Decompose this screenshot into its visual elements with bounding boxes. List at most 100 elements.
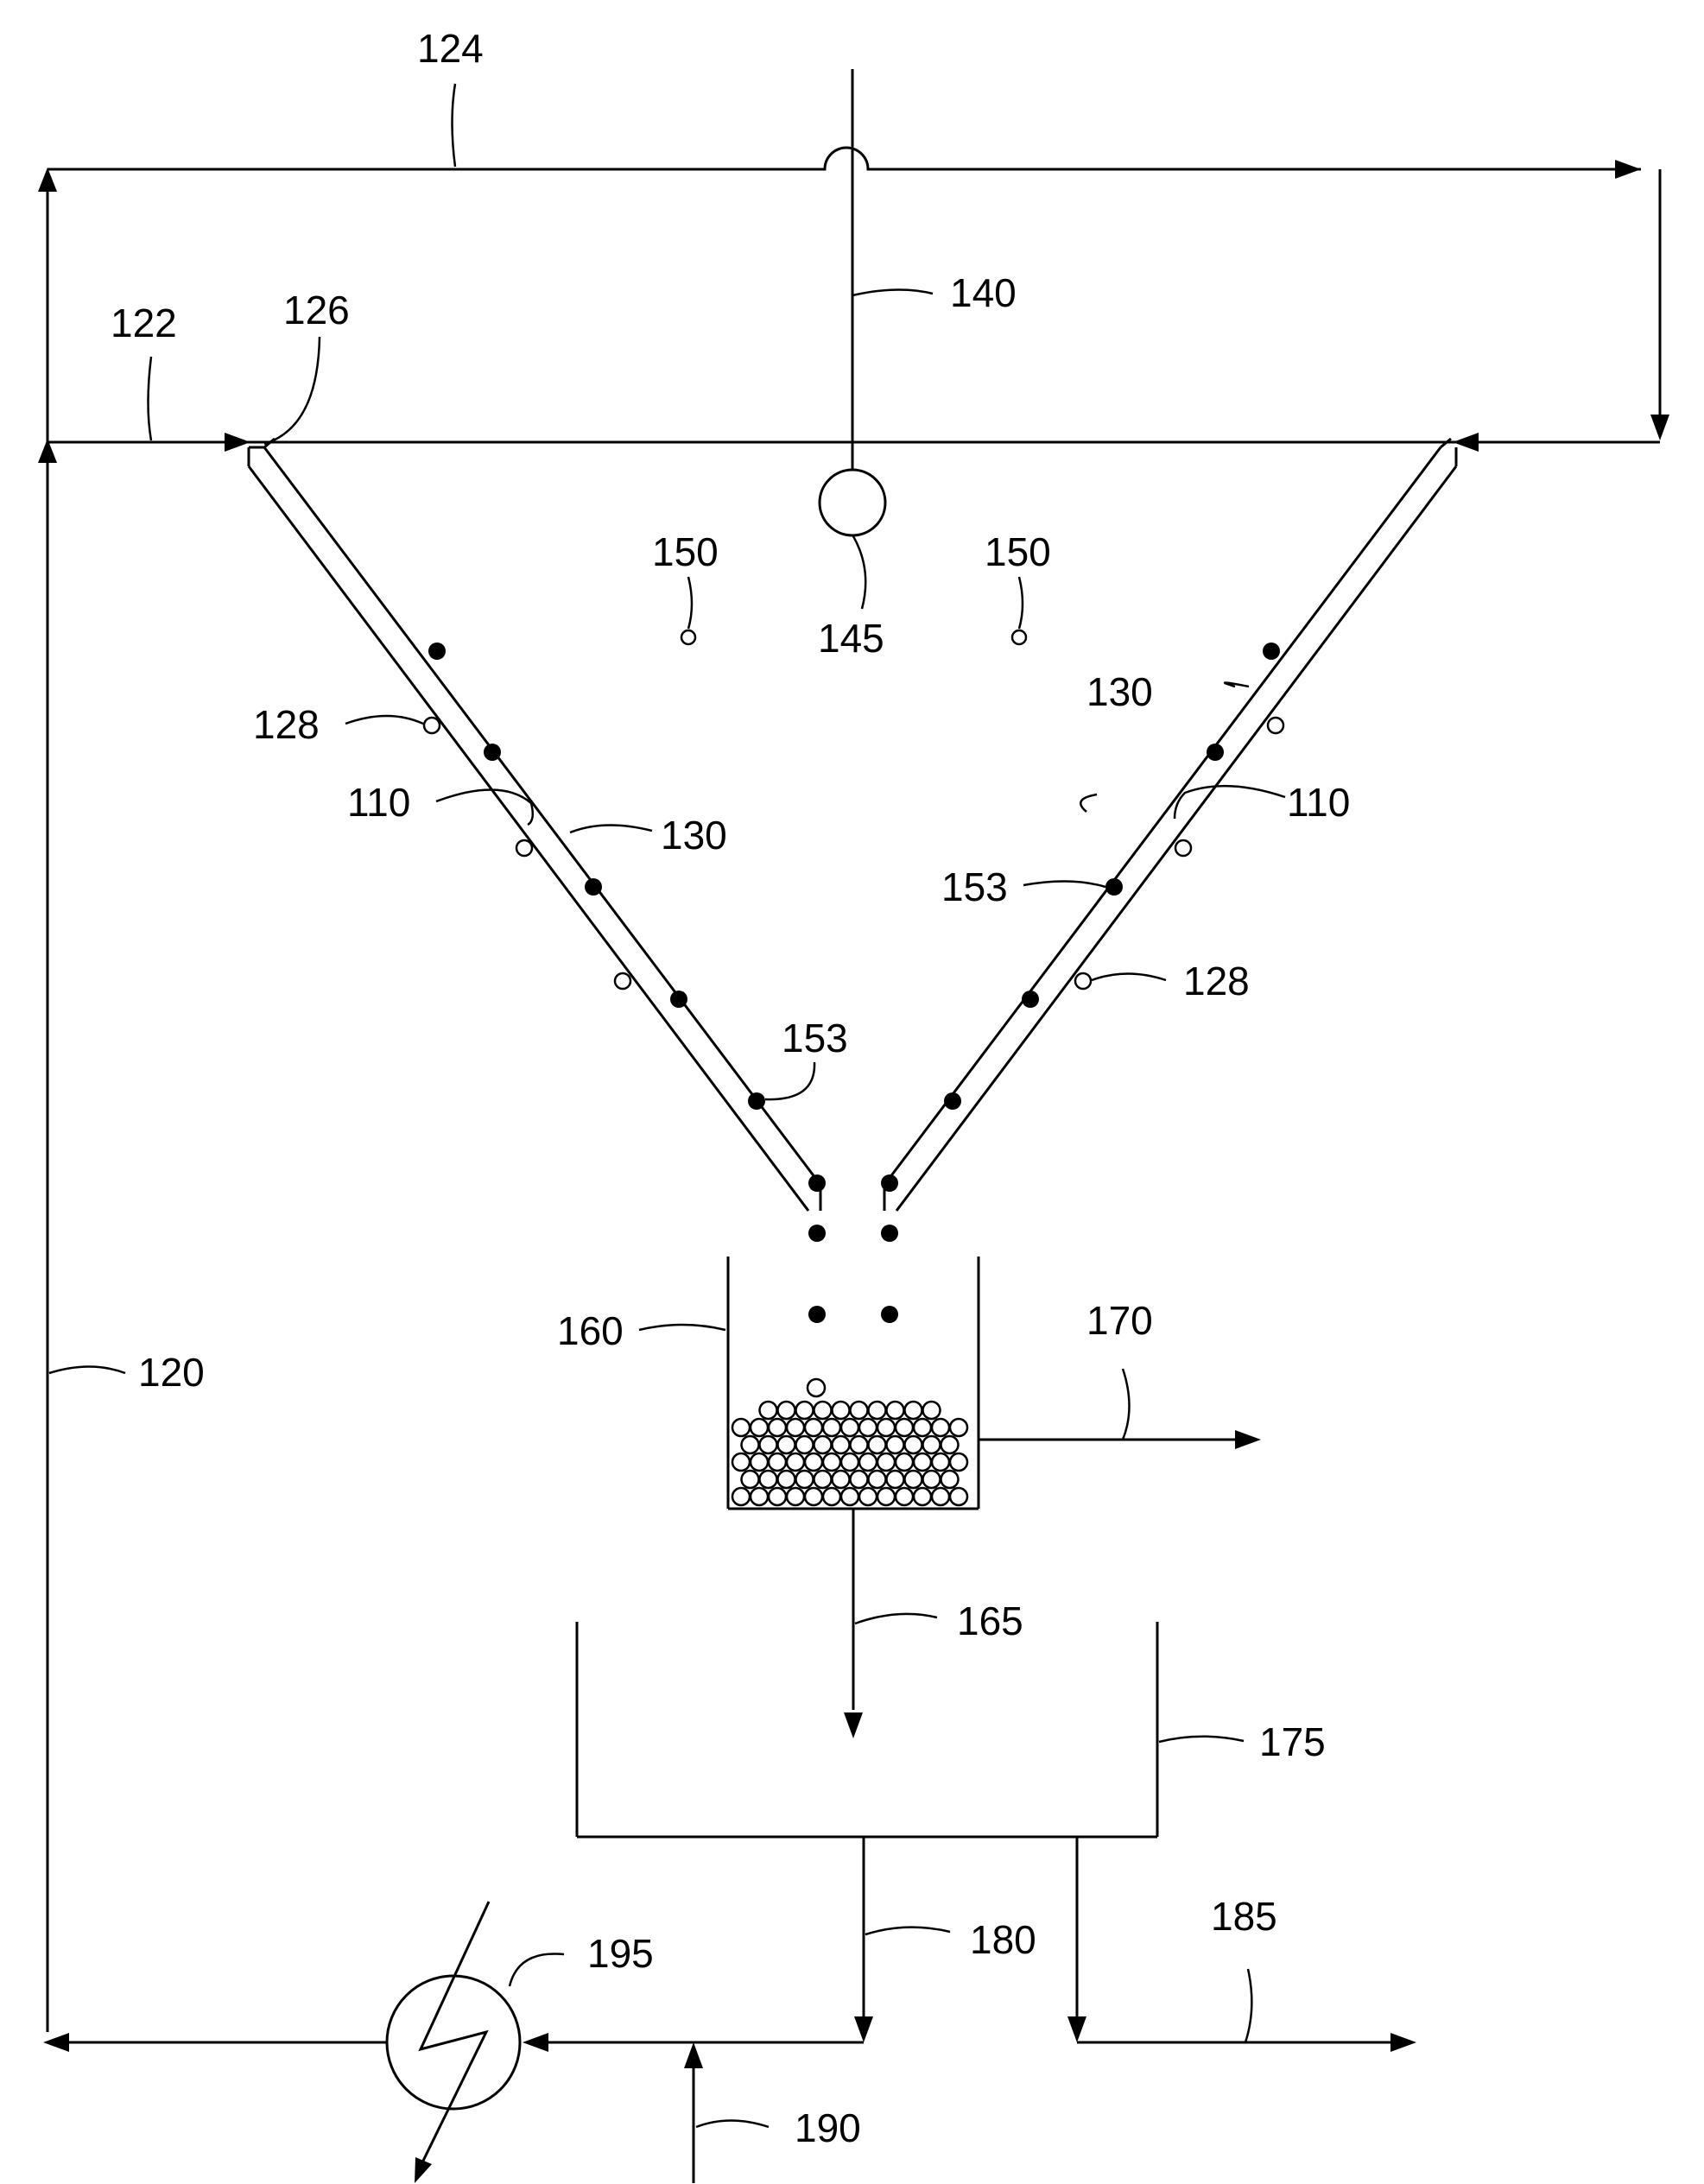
label-153-left: 153 xyxy=(782,1016,848,1060)
bed-particle xyxy=(814,1402,832,1419)
particle-153-r2 xyxy=(1207,744,1224,761)
label-150-right: 150 xyxy=(985,529,1051,574)
label-110-left: 110 xyxy=(347,780,410,825)
particle-128-5 xyxy=(1175,840,1191,856)
bed-particle xyxy=(778,1471,795,1488)
heat-exchanger-195 xyxy=(387,1902,520,2183)
bed-particle xyxy=(751,1419,768,1436)
leader-lines xyxy=(49,84,1285,2127)
bed-particle xyxy=(769,1453,786,1471)
bed-particle xyxy=(732,1453,750,1471)
particle-153-l3 xyxy=(585,878,602,896)
bed-particle xyxy=(732,1488,750,1505)
bed-particle xyxy=(941,1436,959,1453)
bed-particle xyxy=(869,1471,886,1488)
bed-particle xyxy=(869,1436,886,1453)
bed-particle xyxy=(851,1402,868,1419)
particle-153-r3 xyxy=(1105,878,1123,896)
label-128-right: 128 xyxy=(1183,959,1250,1003)
label-165: 165 xyxy=(957,1598,1023,1643)
bed-particle xyxy=(923,1402,941,1419)
bed-particle xyxy=(859,1453,877,1471)
label-145: 145 xyxy=(818,616,884,661)
falling-particle-4 xyxy=(881,1306,898,1323)
label-124: 124 xyxy=(417,26,484,71)
label-160: 160 xyxy=(557,1308,624,1353)
bed-particle xyxy=(760,1436,777,1453)
bed-particle xyxy=(923,1436,941,1453)
bed-particle xyxy=(778,1436,795,1453)
bed-particle xyxy=(841,1453,858,1471)
bed-particle xyxy=(823,1419,840,1436)
bed-particle xyxy=(787,1419,804,1436)
bed-particle xyxy=(796,1471,814,1488)
bed-particle xyxy=(787,1488,804,1505)
bed-particle xyxy=(905,1436,922,1453)
label-126: 126 xyxy=(283,288,350,332)
bed-particle xyxy=(851,1471,868,1488)
label-140: 140 xyxy=(950,270,1017,315)
bed-particle xyxy=(823,1453,840,1471)
bed-particle xyxy=(950,1488,967,1505)
bed-particle xyxy=(941,1471,959,1488)
label-190: 190 xyxy=(795,2105,861,2150)
label-120: 120 xyxy=(138,1350,205,1395)
line-165 xyxy=(844,1509,863,1738)
bed-particle xyxy=(896,1453,913,1471)
bed-particle xyxy=(877,1453,895,1471)
label-195: 195 xyxy=(587,1931,654,1976)
bed-particle xyxy=(932,1419,949,1436)
particle-153-l6 xyxy=(808,1174,826,1192)
line-185 xyxy=(1067,1837,1416,2052)
particle-128-3 xyxy=(615,973,630,989)
label-130-right: 130 xyxy=(1086,669,1153,714)
droplet-150-left xyxy=(681,630,695,644)
bed-particle xyxy=(859,1419,877,1436)
label-170: 170 xyxy=(1086,1298,1153,1343)
falling-particle-2 xyxy=(881,1225,898,1242)
falling-particle-3 xyxy=(808,1306,826,1323)
bed-particle xyxy=(905,1402,922,1419)
bed-particle xyxy=(833,1402,850,1419)
bed-particle xyxy=(760,1471,777,1488)
bed-particle xyxy=(914,1488,931,1505)
bed-particle xyxy=(914,1453,931,1471)
bed-particle xyxy=(869,1402,886,1419)
label-128-left: 128 xyxy=(253,702,320,747)
bed-particle xyxy=(932,1453,949,1471)
bed-particle xyxy=(896,1488,913,1505)
bed-particle xyxy=(887,1436,904,1453)
label-185: 185 xyxy=(1211,1894,1277,1939)
bed-particle xyxy=(796,1436,814,1453)
bed-particle xyxy=(905,1471,922,1488)
bed-particle xyxy=(932,1488,949,1505)
bed-particle xyxy=(896,1419,913,1436)
bed-particle xyxy=(805,1453,822,1471)
falling-particle-1 xyxy=(808,1225,826,1242)
bed-particle xyxy=(833,1471,850,1488)
label-175: 175 xyxy=(1259,1719,1326,1764)
bed-particle xyxy=(950,1419,967,1436)
particle-128-4 xyxy=(1268,718,1283,733)
particle-153-r6 xyxy=(881,1174,898,1192)
bed-particle xyxy=(859,1488,877,1505)
bed-particle xyxy=(787,1453,804,1471)
particle-128-2 xyxy=(516,840,532,856)
bed-particle xyxy=(796,1402,814,1419)
left-cone-wall xyxy=(249,439,820,1211)
label-180: 180 xyxy=(970,1917,1036,1962)
bed-particle xyxy=(751,1453,768,1471)
particle-153-l5 xyxy=(748,1092,765,1110)
label-110-right: 110 xyxy=(1287,780,1350,825)
bed-particle xyxy=(742,1436,759,1453)
bed-particle xyxy=(841,1488,858,1505)
bed-particle xyxy=(778,1402,795,1419)
bed-particle xyxy=(742,1471,759,1488)
bed-particle xyxy=(887,1402,904,1419)
line-120 xyxy=(38,168,57,2032)
bed-particle xyxy=(950,1453,967,1471)
bed-particle xyxy=(751,1488,768,1505)
bed-particle xyxy=(877,1419,895,1436)
bed-particle xyxy=(914,1419,931,1436)
